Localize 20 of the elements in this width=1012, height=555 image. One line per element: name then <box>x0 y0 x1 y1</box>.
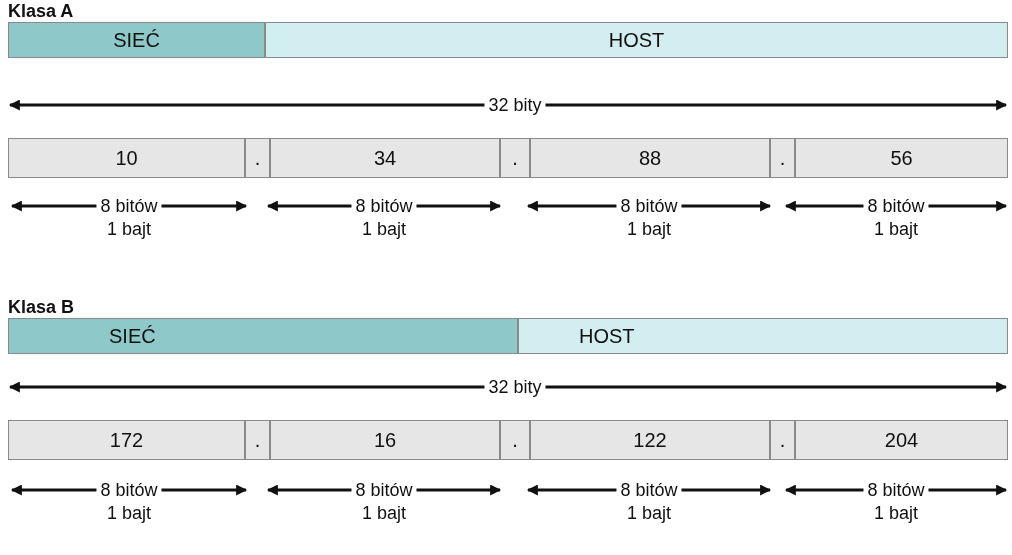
separator-field: . <box>245 420 270 460</box>
octet-field: 88 <box>530 138 770 178</box>
separator-field: . <box>500 138 530 178</box>
separator-field: . <box>500 420 530 460</box>
octet-field: 16 <box>270 420 500 460</box>
host-field: HOST <box>518 318 1008 354</box>
octet-field: 204 <box>795 420 1008 460</box>
network-field: SIEĆ <box>8 318 518 354</box>
separator-field: . <box>770 138 795 178</box>
separator-field: . <box>770 420 795 460</box>
octet-field: 34 <box>270 138 500 178</box>
octet-field: 172 <box>8 420 245 460</box>
class-heading: Klasa A <box>8 0 74 22</box>
octet-field: 122 <box>530 420 770 460</box>
host-field: HOST <box>265 22 1008 58</box>
network-field: SIEĆ <box>8 22 265 58</box>
separator-field: . <box>245 138 270 178</box>
octet-field: 10 <box>8 138 245 178</box>
octet-field: 56 <box>795 138 1008 178</box>
class-heading: Klasa B <box>8 296 75 318</box>
